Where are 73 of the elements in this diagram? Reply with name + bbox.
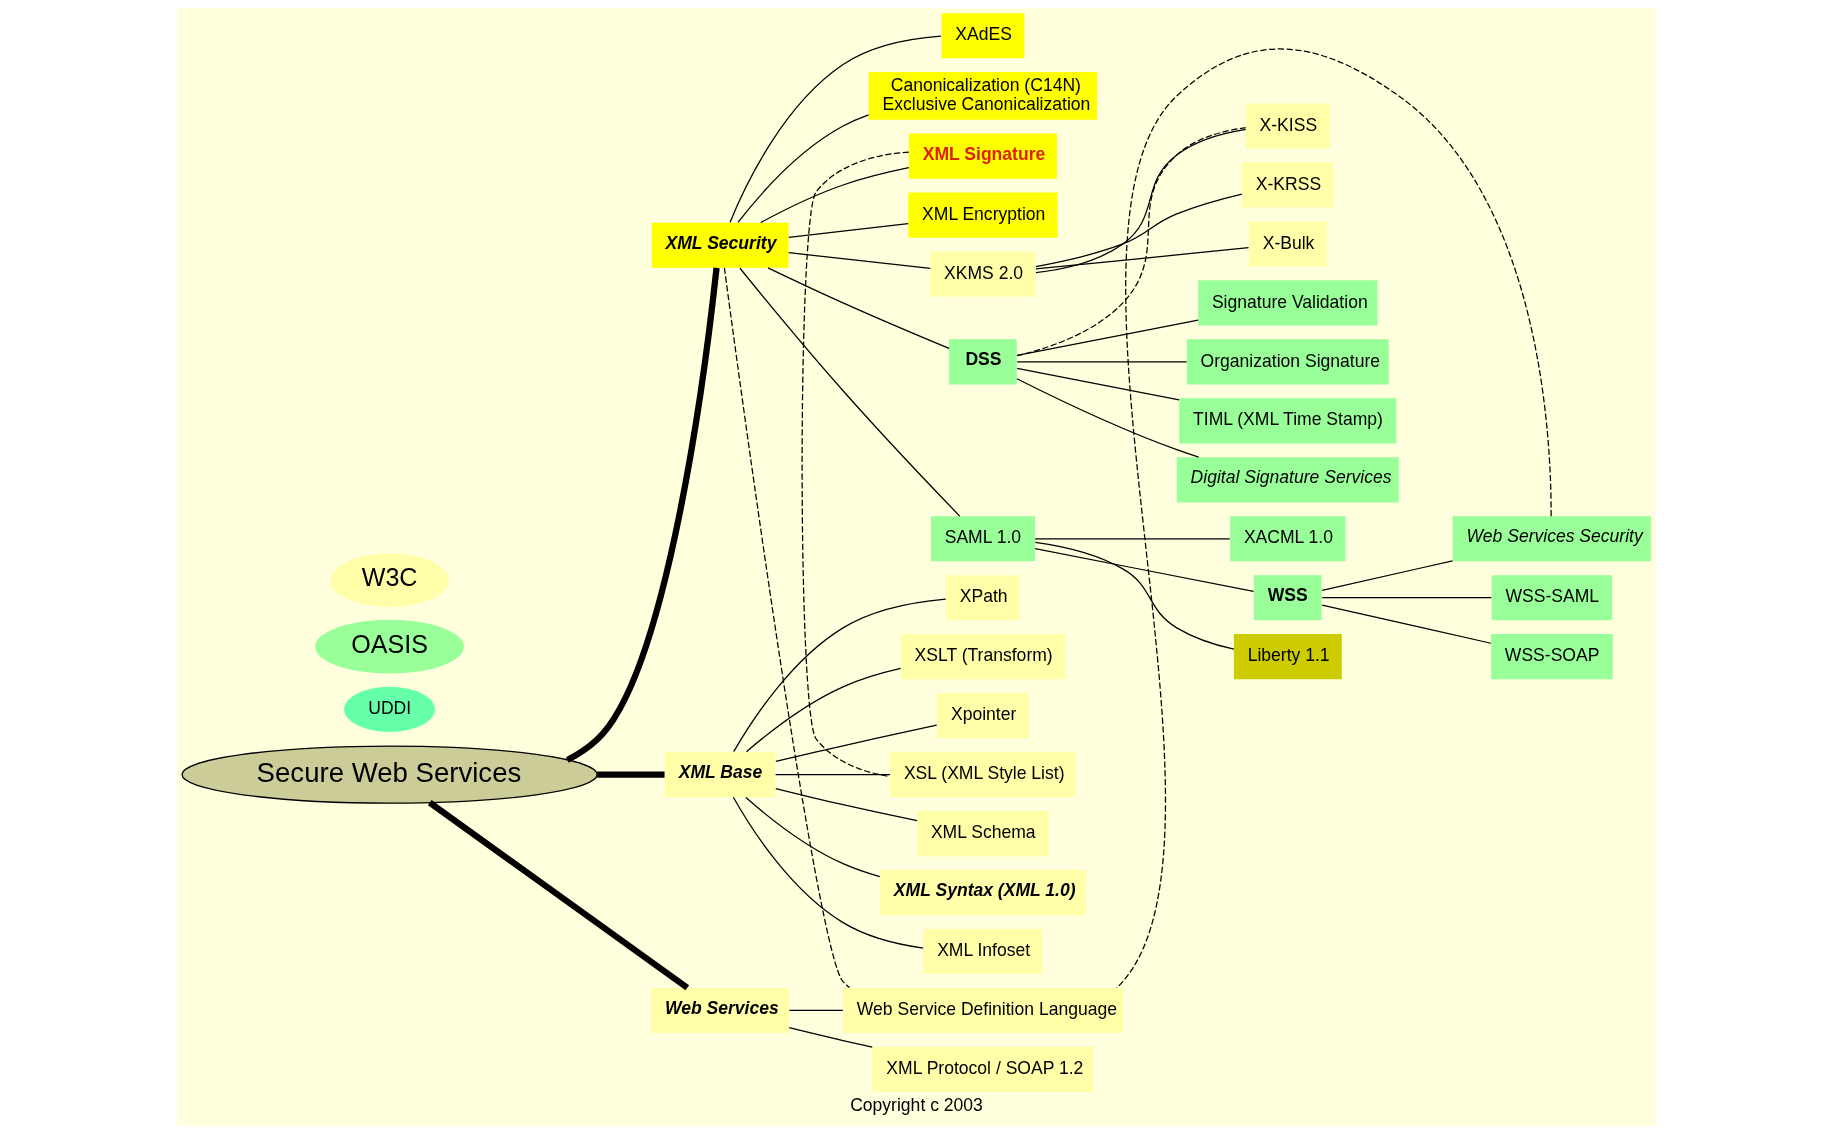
node-box: XML Syntax (XML 1.0) [880, 869, 1086, 916]
connector [565, 267, 720, 763]
node-box: XML Base [664, 752, 776, 798]
connector [1035, 247, 1250, 270]
connector [597, 771, 665, 778]
node-box: XML Encryption [908, 192, 1058, 238]
node-box: Web Service Definition Language [843, 987, 1123, 1034]
node-ellipse: Secure Web Services [181, 745, 598, 804]
connector [1016, 361, 1188, 363]
connector [1034, 541, 1235, 650]
connector [745, 796, 881, 878]
connector [760, 167, 910, 224]
node-box: X-Bulk [1248, 221, 1327, 267]
node-box: WSS [1253, 575, 1322, 621]
node-box: XML Signature [908, 133, 1057, 179]
connector [1016, 378, 1200, 458]
connector [1116, 48, 1552, 989]
node-box: XML Protocol / SOAP 1.2 [872, 1046, 1094, 1092]
connector [739, 267, 961, 517]
node-box: WSS-SAML [1491, 575, 1613, 621]
node-box: X-KISS [1245, 103, 1330, 149]
connector [801, 151, 910, 778]
connector [1016, 127, 1247, 357]
node-box: XML Infoset [923, 928, 1043, 975]
node-box: XACML 1.0 [1230, 516, 1346, 562]
node-box: Canonicalization (C14N) Exclusive Canonicalization [868, 72, 1098, 120]
connector [775, 787, 918, 822]
connector [767, 267, 950, 350]
connector [733, 598, 947, 753]
connector [1321, 597, 1492, 599]
connector [1035, 193, 1243, 268]
connector [1016, 319, 1199, 357]
node-box: Web Services [651, 987, 790, 1034]
node-box: Web Services Security [1452, 516, 1651, 562]
connector [788, 1027, 873, 1048]
legend-label: OASIS [351, 629, 428, 658]
node-ellipse: UDDI [344, 686, 436, 732]
connector [729, 35, 942, 223]
connector [788, 223, 909, 239]
node-box: XML Schema [917, 811, 1049, 857]
node-box: XSLT (Transform) [900, 634, 1066, 680]
connector [1321, 560, 1454, 591]
node-box: DSS [949, 339, 1017, 385]
node-box: XML Security [651, 222, 789, 268]
node-box: XPath [945, 575, 1020, 621]
connector [1321, 604, 1492, 644]
connector [737, 114, 870, 224]
connector [732, 796, 924, 949]
legend-label: W3C [361, 563, 418, 592]
node-box: Digital Signature Services [1176, 457, 1399, 503]
connector [1035, 128, 1247, 274]
node-box: XSL (XML Style List) [890, 752, 1076, 798]
node-box: Liberty 1.1 [1233, 634, 1342, 680]
connector [723, 267, 851, 989]
node-box: XKMS 2.0 [930, 251, 1036, 297]
node-box: Organization Signature [1186, 339, 1389, 385]
node-box: SAML 1.0 [930, 516, 1035, 562]
connector [1016, 367, 1180, 401]
connector [1034, 538, 1231, 540]
connector [745, 667, 902, 753]
connector [788, 1009, 844, 1012]
node-box: XAdES [941, 13, 1025, 59]
node-box: TIML (XML Time Stamp) [1179, 398, 1397, 444]
connector [788, 252, 931, 269]
node-box: X-KRSS [1242, 162, 1334, 208]
connector [427, 800, 690, 991]
connector [1034, 548, 1255, 592]
connector [775, 724, 938, 763]
connector [775, 774, 891, 776]
node-box: Signature Validation [1198, 280, 1378, 326]
node-box: WSS-SOAP [1491, 634, 1613, 680]
caption: Copyright c 2003 [850, 1095, 983, 1116]
node-box: Xpointer [937, 693, 1029, 739]
